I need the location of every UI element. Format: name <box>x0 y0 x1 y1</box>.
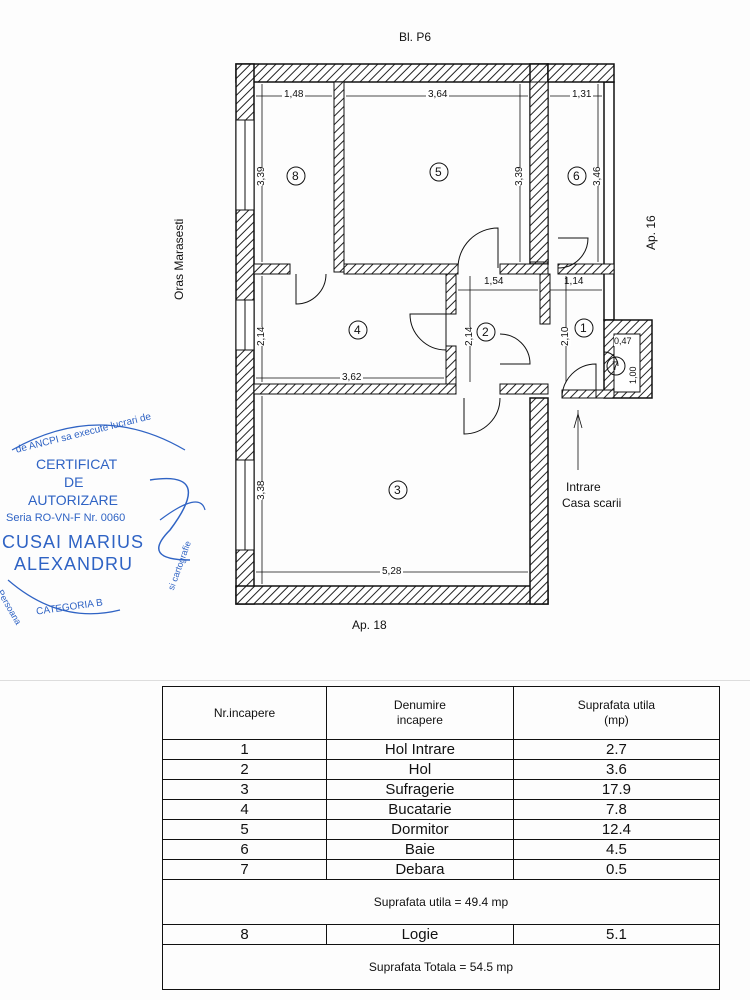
cell-room-name: Hol <box>326 759 514 780</box>
cell-room-name: Sufragerie <box>326 779 514 800</box>
stamp-holder-name: CUSAI MARIUS <box>2 532 145 552</box>
neighbor-apartment-right: Ap. 16 <box>644 215 658 250</box>
dimension-label: 1,14 <box>564 276 584 287</box>
cell-room-area: 4.5 <box>512 839 721 860</box>
neighbor-apartment-bottom: Ap. 18 <box>352 618 387 632</box>
door-swings <box>295 227 619 435</box>
room-markers <box>286 162 626 500</box>
stamp-line: AUTORIZARE <box>28 492 118 508</box>
cell-room-area: 17.9 <box>512 779 721 800</box>
table-row: 2 Hol 3.6 <box>161 759 721 780</box>
street-label: Oras Marasesti <box>172 218 186 300</box>
cell-room-number: 3 <box>161 779 328 800</box>
dimension-label: 1,54 <box>484 276 504 287</box>
dimension-label: 2,10 <box>560 326 571 346</box>
room-number-1: 1 <box>580 321 587 335</box>
stairwell-label: Casa scarii <box>562 496 622 510</box>
header-usable-area: Suprafata utila (mp) <box>512 686 721 740</box>
stamp-line: DE <box>64 474 84 490</box>
cell-room-name: Dormitor <box>326 819 514 840</box>
dimension-label: 2,14 <box>256 326 267 346</box>
floor-plan <box>235 63 653 605</box>
table-row: 5 Dormitor 12.4 <box>161 819 721 840</box>
exterior-walls <box>235 63 653 605</box>
cell-room-number: 1 <box>161 739 328 760</box>
dimension-label: 3,46 <box>592 166 603 186</box>
table-row: 8 Logie 5.1 <box>161 924 721 945</box>
dimension-label: 3,62 <box>340 372 364 383</box>
dimension-label: 0,47 <box>614 336 632 346</box>
room-number-7: 7 <box>612 359 619 373</box>
dimension-label: 1,48 <box>282 89 306 100</box>
total-area: Suprafata Totala = 54.5 mp <box>162 944 720 990</box>
cell-room-name: Hol Intrare <box>326 739 514 760</box>
table-row: 7 Debara 0.5 <box>161 859 721 880</box>
dimension-label: 3,64 <box>426 89 450 100</box>
cell-room-area: 12.4 <box>512 819 721 840</box>
cell-room-area: 3.6 <box>512 759 721 780</box>
header-room-name: Denumire incapere <box>326 686 514 740</box>
cell-room-name: Logie <box>326 924 514 945</box>
dimension-lines <box>256 84 602 584</box>
cell-room-number: 7 <box>161 859 328 880</box>
table-row: 6 Baie 4.5 <box>161 839 721 860</box>
cell-room-name: Debara <box>326 859 514 880</box>
dimension-label: 1,00 <box>628 366 638 384</box>
page-divider <box>0 680 750 681</box>
stamp-series: Seria RO-VN-F Nr. 0060 <box>6 512 126 524</box>
cell-room-name: Bucatarie <box>326 799 514 820</box>
interior-walls <box>253 81 615 399</box>
room-number-8: 8 <box>292 169 299 183</box>
header-room-number: Nr.incapere <box>161 686 328 740</box>
room-number-6: 6 <box>573 169 580 183</box>
stamp-outline <box>7 424 206 615</box>
block-label: Bl. P6 <box>399 30 432 44</box>
table-row: 4 Bucatarie 7.8 <box>161 799 721 820</box>
cell-room-number: 2 <box>161 759 328 780</box>
dimension-label: 3,38 <box>256 480 267 500</box>
windows <box>235 119 255 551</box>
cell-room-area: 2.7 <box>512 739 721 760</box>
cell-room-area: 5.1 <box>512 924 721 945</box>
cell-room-number: 4 <box>161 799 328 820</box>
dimension-label: 3,39 <box>514 166 525 186</box>
stamp-holder-name: ALEXANDRU <box>14 554 134 574</box>
room-number-4: 4 <box>354 323 361 337</box>
table-header-row: Nr.incapere Denumire incapere Suprafata … <box>161 686 721 740</box>
room-number-5: 5 <box>435 165 442 179</box>
table-row: 1 Hol Intrare 2.7 <box>161 739 721 760</box>
subtotal-row: Suprafata utila = 49.4 mp <box>162 879 720 925</box>
room-area-table: Nr.incapere Denumire incapere Suprafata … <box>161 686 721 990</box>
cell-room-area: 0.5 <box>512 859 721 880</box>
dimension-label: 2,14 <box>464 326 475 346</box>
room-number-3: 3 <box>394 483 401 497</box>
stamp-line: CERTIFICAT <box>36 456 118 472</box>
cell-room-name: Baie <box>326 839 514 860</box>
cell-room-area: 7.8 <box>512 799 721 820</box>
entrance-label: Intrare <box>566 480 601 494</box>
dimension-label: 5,28 <box>380 566 404 577</box>
total-row: Suprafata Totala = 54.5 mp <box>162 944 720 990</box>
table-row: 3 Sufragerie 17.9 <box>161 779 721 800</box>
dimension-label: 1,31 <box>570 89 594 100</box>
usable-area-subtotal: Suprafata utila = 49.4 mp <box>162 879 720 925</box>
dimension-label: 3,39 <box>256 166 267 186</box>
cell-room-number: 5 <box>161 819 328 840</box>
cell-room-number: 6 <box>161 839 328 860</box>
room-number-2: 2 <box>482 325 489 339</box>
authorization-stamp: de ANCPI sa execute lucrari de CERTIFICA… <box>0 410 215 640</box>
cell-room-number: 8 <box>161 924 328 945</box>
